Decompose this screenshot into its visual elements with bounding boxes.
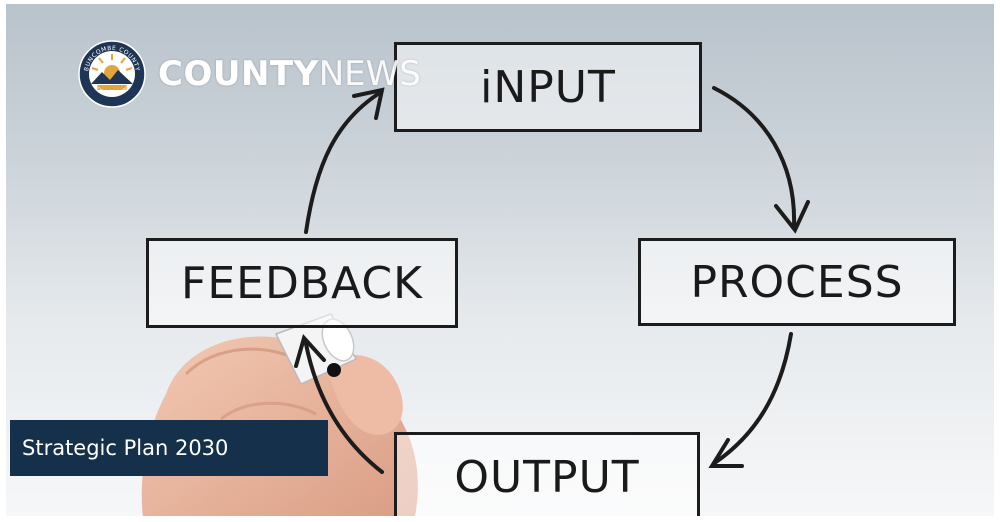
arrow-input-to-process <box>712 86 797 228</box>
county-news-logo: BUNCOMBE COUNTY NORTH CAROLINA COUNTYNEW… <box>78 40 498 118</box>
brand-news: NEWS <box>318 54 421 94</box>
strategic-plan-banner: Strategic Plan 2030 <box>10 420 328 476</box>
feedback-box: FEEDBACK <box>146 238 458 328</box>
arrow-head-process <box>774 200 810 234</box>
process-label: PROCESS <box>690 256 904 308</box>
output-box: OUTPUT <box>394 432 700 516</box>
arrow-output-to-feedback <box>304 342 384 474</box>
arrow-head-input <box>352 87 385 120</box>
banner-label: Strategic Plan 2030 <box>22 436 229 460</box>
output-label: OUTPUT <box>454 451 640 503</box>
input-box: iNPUT <box>394 42 702 132</box>
cycle-arrows <box>294 86 810 474</box>
brand-county: COUNTY <box>158 54 319 94</box>
arrow-head-output <box>708 438 744 468</box>
brand-wordmark: COUNTYNEWS <box>158 54 421 94</box>
arrow-feedback-to-input <box>304 92 380 234</box>
arrow-process-to-output <box>714 332 793 464</box>
buncombe-county-seal-icon: BUNCOMBE COUNTY NORTH CAROLINA <box>78 40 146 108</box>
hero-image: iNPUT PROCESS OUTPUT FEEDBACK <box>6 4 994 516</box>
arrow-head-feedback <box>294 333 326 368</box>
feedback-label: FEEDBACK <box>181 257 423 309</box>
input-label: iNPUT <box>480 61 616 113</box>
process-box: PROCESS <box>638 238 956 326</box>
